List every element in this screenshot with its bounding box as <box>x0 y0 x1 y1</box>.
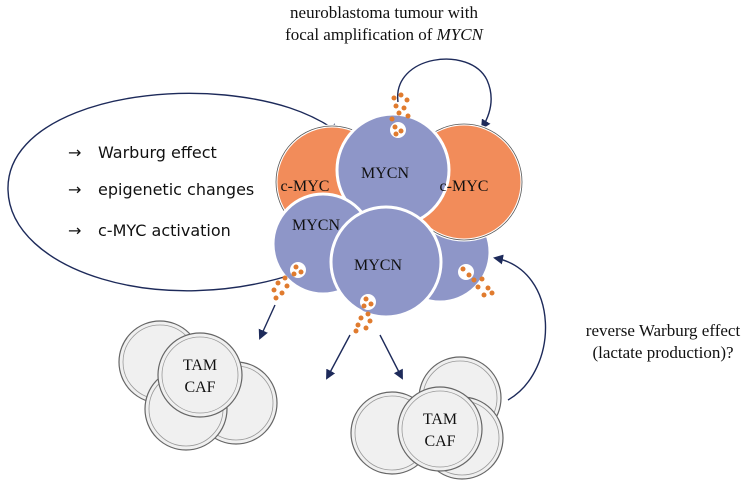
label-cmyc-right: c-MYC <box>440 178 489 195</box>
effect-item-2: epigenetic changes <box>98 180 254 199</box>
effects-list: → Warburg effect → epigenetic changes → … <box>68 143 254 240</box>
right-note-line1: reverse Warburg effect <box>586 321 741 340</box>
stroma-cluster-left: TAM CAF <box>118 320 278 451</box>
label-mycn-top: MYCN <box>361 165 409 182</box>
stroma-cluster-right: TAM CAF <box>350 356 504 480</box>
label-cmyc-left: c-MYC <box>281 178 330 195</box>
right-return-arrow <box>493 254 547 401</box>
effect-arrow-2: → <box>68 180 81 199</box>
pocket-bottom <box>358 292 378 312</box>
effect-item-1: Warburg effect <box>98 143 217 162</box>
pocket-top <box>388 120 408 140</box>
stroma-core-left <box>157 332 243 418</box>
title-line-1: neuroblastoma tumour with <box>290 3 478 22</box>
stroma-left-line1: TAM <box>183 357 217 374</box>
tumour-cluster: c-MYC MYCN c-MYC MYCN MYCN <box>271 112 524 319</box>
top-loop-arrow <box>397 58 492 130</box>
effect-arrow-1: → <box>68 143 81 162</box>
down-arrow-middle-right <box>379 334 403 380</box>
down-arrow-left <box>258 304 276 340</box>
down-arrow-middle-left <box>326 334 351 380</box>
pocket-left <box>288 260 308 280</box>
right-note-line2: (lactate production)? <box>592 343 733 362</box>
label-mycn-left: MYCN <box>292 217 340 234</box>
effect-arrow-3: → <box>68 221 81 240</box>
mycn-cell-front <box>329 205 443 319</box>
effect-item-3: c-MYC activation <box>98 221 231 240</box>
stroma-right-line2: CAF <box>424 433 455 450</box>
left-loop-arrow <box>7 92 340 292</box>
stroma-left-line2: CAF <box>184 379 215 396</box>
stroma-right-line1: TAM <box>423 411 457 428</box>
vesicles <box>271 92 495 334</box>
stroma-core-right <box>397 386 483 472</box>
label-mycn-front: MYCN <box>354 257 402 274</box>
title-line-2: focal amplification of MYCN <box>285 25 484 44</box>
